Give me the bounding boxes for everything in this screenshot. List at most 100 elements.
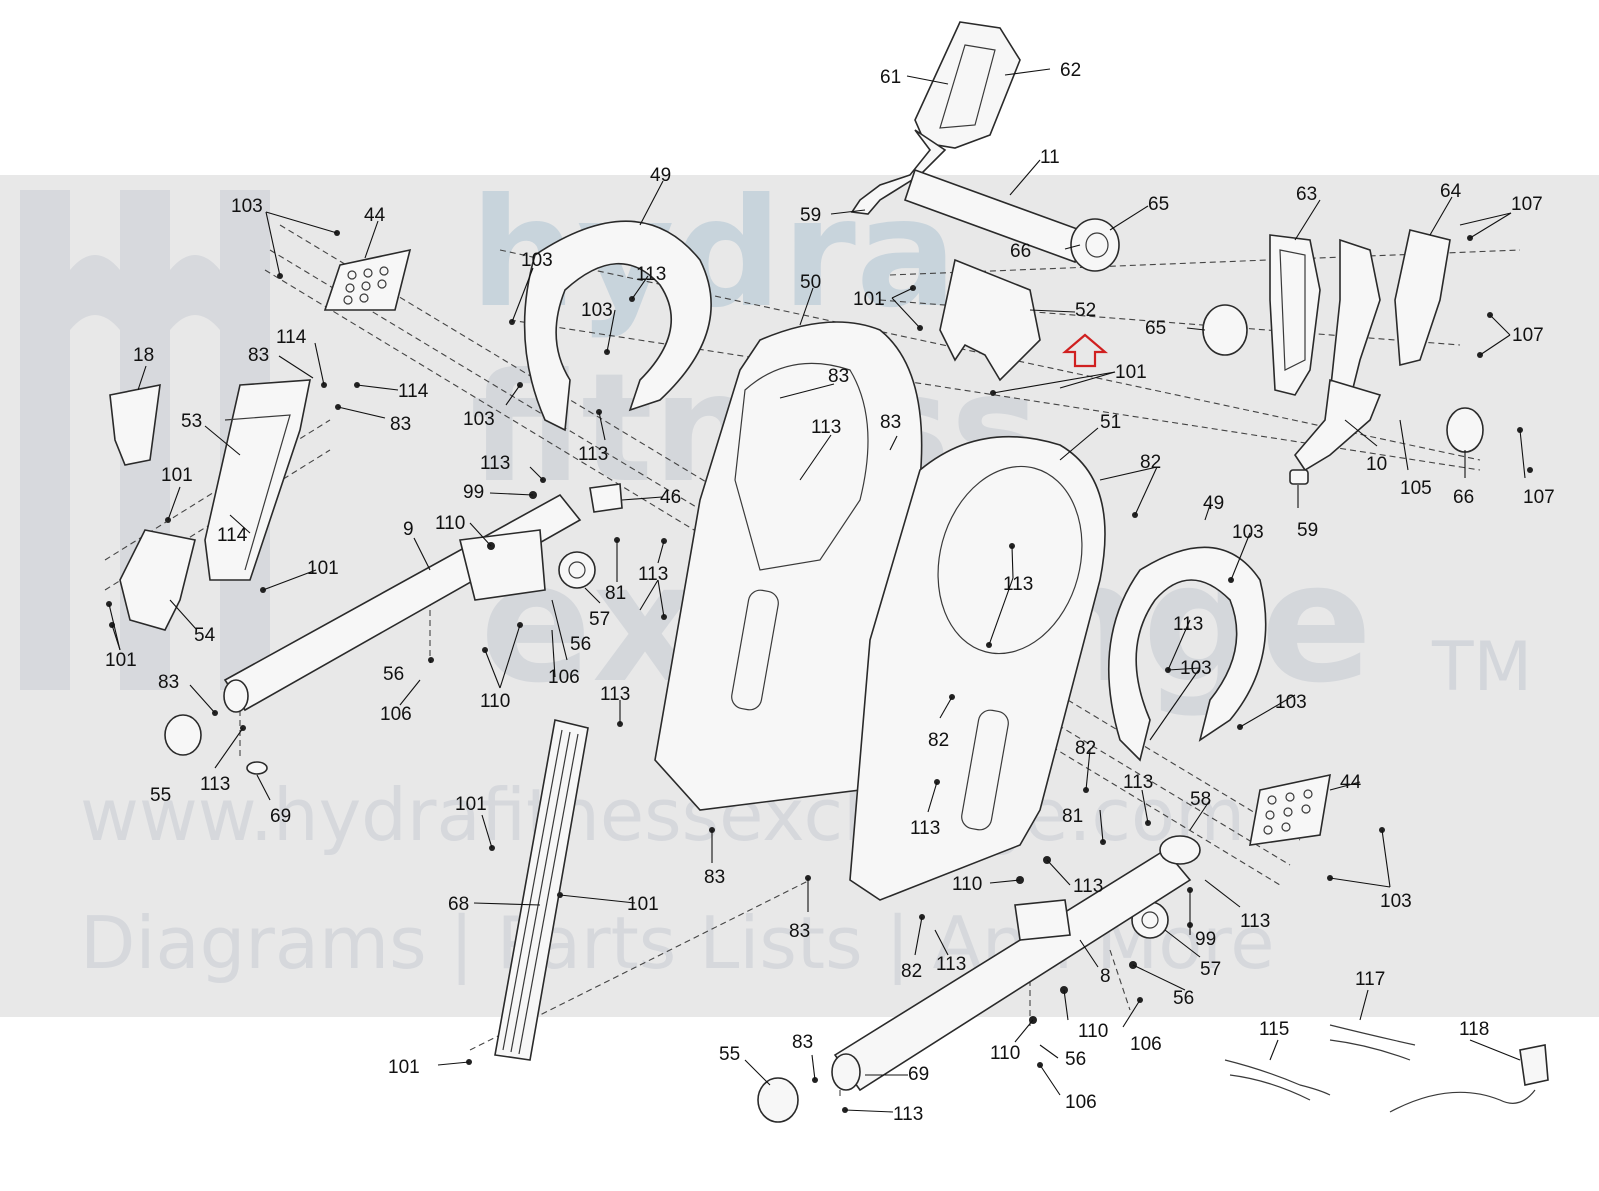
leader-lines: [108, 68, 1526, 1113]
callout-label: 106: [1130, 1034, 1162, 1055]
callout-label: 103: [1380, 891, 1412, 912]
callout-label: 115: [1259, 1019, 1289, 1040]
callout-label: 107: [1512, 325, 1544, 346]
callout-label: 66: [1453, 487, 1474, 508]
part-bracket: [589, 483, 623, 513]
callout-label: 113: [1003, 574, 1033, 595]
callout-label: 59: [800, 205, 821, 226]
callout-label: 114: [217, 525, 248, 546]
callout-label: 50: [800, 272, 821, 293]
callout-label: 113: [1073, 876, 1103, 897]
callout-label: 113: [936, 954, 966, 975]
callout-label: 106: [1065, 1092, 1097, 1113]
callout-label: 110: [990, 1043, 1020, 1064]
callout-label: 55: [719, 1044, 740, 1065]
callout-label: 83: [704, 867, 725, 888]
part-left-round-cover: [523, 220, 712, 432]
callout-label: 83: [248, 345, 269, 366]
callout-label: 101: [627, 894, 659, 915]
callout-label: 82: [1140, 452, 1161, 473]
callout-label: 82: [901, 961, 922, 982]
callout-label: 83: [789, 921, 810, 942]
callout-label: 83: [390, 414, 411, 435]
watermark-trademark: TM: [1431, 628, 1532, 707]
part-right-frame-shroud: [849, 435, 1106, 901]
callout-label: 10: [1366, 454, 1387, 475]
callout-label: 61: [880, 67, 901, 88]
callout-label: 103: [1180, 658, 1212, 679]
callout-label: 81: [605, 583, 626, 604]
callout-label: 107: [1511, 194, 1543, 215]
callout-label: 110: [435, 513, 465, 534]
part-bottom-pedal-plate: [1249, 773, 1331, 846]
callout-label: 83: [158, 672, 179, 693]
callout-label: 44: [1340, 772, 1362, 793]
callout-label: 118: [1459, 1019, 1489, 1040]
callout-label: 101: [455, 794, 487, 815]
callout-label: 64: [1440, 181, 1462, 202]
callout-label: 49: [650, 165, 671, 186]
callout-label: 56: [1173, 988, 1194, 1009]
callout-label: 18: [133, 345, 154, 366]
callout-label: 113: [1240, 911, 1270, 932]
callout-label: 113: [638, 564, 668, 585]
callout-label: 103: [231, 196, 263, 217]
callout-label: 69: [270, 806, 291, 827]
callout-label: 99: [463, 482, 484, 503]
callout-label: 65: [1145, 318, 1166, 339]
callout-label: 69: [908, 1064, 929, 1085]
callout-label: 110: [1078, 1021, 1108, 1042]
callout-label: 59: [1297, 520, 1318, 541]
callout-label: 110: [480, 691, 510, 712]
callout-label: 113: [910, 818, 940, 839]
callout-label: 83: [792, 1032, 813, 1053]
callout-label: 62: [1060, 60, 1081, 81]
callout-label: 113: [200, 774, 230, 795]
part-handle-grip: [850, 21, 1021, 215]
callout-label: 44: [364, 205, 386, 226]
callout-label: 46: [660, 487, 681, 508]
callout-label: 56: [383, 664, 404, 685]
callout-label: 113: [600, 684, 630, 705]
callout-label: 114: [276, 327, 307, 348]
callout-label: 103: [521, 250, 553, 271]
callout-label: 106: [380, 704, 412, 725]
callout-label: 101: [853, 289, 885, 310]
part-endcap-right: [757, 1077, 799, 1123]
callout-label: 113: [893, 1104, 923, 1125]
part-top-pedal-plate: [323, 248, 412, 311]
callout-label: 113: [636, 264, 666, 285]
callout-label: 113: [811, 417, 841, 438]
callout-label: 107: [1523, 487, 1555, 508]
callout-label: 52: [1075, 300, 1096, 321]
part-wire-harnesses: [1224, 1024, 1549, 1113]
part-arm-tube: [903, 168, 1120, 272]
callout-label: 51: [1100, 412, 1121, 433]
callout-label: 66: [1010, 241, 1031, 262]
callout-label: 103: [1232, 522, 1264, 543]
callout-label: 101: [388, 1057, 420, 1078]
callout-label: 103: [581, 300, 613, 321]
callout-label: 117: [1355, 969, 1385, 990]
watermark-url: www.hydrafitnessexchange.com: [80, 773, 1245, 857]
callout-label: 54: [194, 625, 216, 646]
red-up-arrow-icon: [1062, 333, 1108, 368]
part-rear-crossbar: [831, 835, 1201, 1092]
screws: [106, 230, 1533, 1113]
part-wheel-left: [558, 551, 596, 589]
callout-label: 55: [150, 785, 171, 806]
callout-label: 68: [448, 894, 469, 915]
part-right-handle-assembly: [1202, 229, 1484, 485]
callout-label: 105: [1400, 478, 1432, 499]
callout-label: 65: [1148, 194, 1169, 215]
part-upright-cover: [119, 379, 311, 631]
callout-label: 56: [570, 634, 591, 655]
callout-label: 113: [578, 444, 608, 465]
callout-label: 11: [1040, 147, 1060, 168]
part-endcap-left: [164, 714, 202, 756]
callout-label: 82: [1075, 738, 1096, 759]
callout-label: 103: [1275, 692, 1307, 713]
callout-label: 114: [398, 381, 429, 402]
